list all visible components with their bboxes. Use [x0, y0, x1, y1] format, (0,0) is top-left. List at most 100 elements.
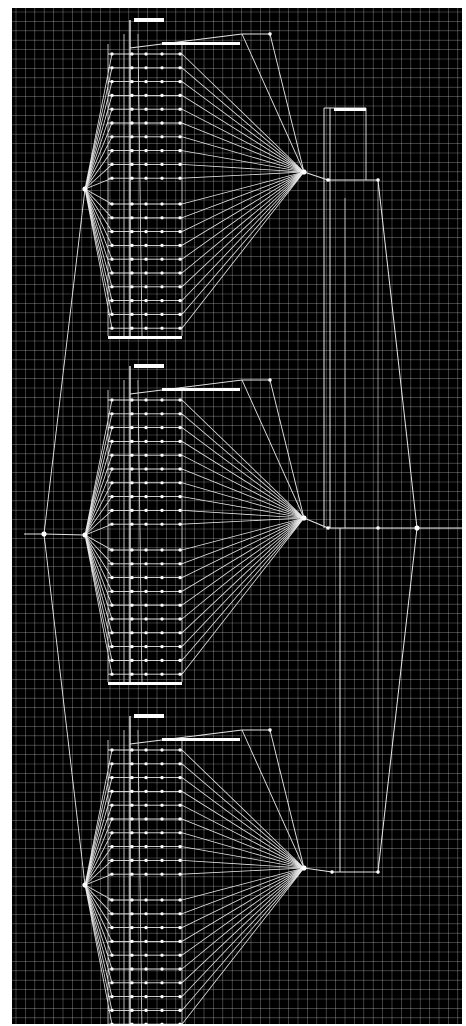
leaf-node	[160, 327, 163, 330]
leaf-node	[160, 831, 163, 834]
leaf-node	[160, 995, 163, 998]
leaf-node	[178, 412, 181, 415]
graph-canvas[interactable]	[12, 8, 462, 1024]
leaf-node	[110, 562, 113, 565]
leaf-node	[178, 66, 181, 69]
leaf-node	[110, 859, 113, 862]
leaf-node	[160, 954, 163, 957]
right-fan-edge	[182, 172, 304, 301]
leaf-node	[144, 631, 147, 634]
leaf-node	[178, 967, 181, 970]
leaf-node	[178, 562, 181, 565]
leaf-node	[130, 548, 133, 551]
leaf-node	[160, 659, 163, 662]
leaf-node	[160, 52, 163, 55]
left-hub-node	[82, 186, 87, 191]
right-fan-edge	[182, 172, 304, 287]
leaf-node	[130, 762, 133, 765]
leaf-node	[130, 981, 133, 984]
leaf-node	[160, 230, 163, 233]
leaf-node	[130, 845, 133, 848]
leaf-node	[130, 481, 133, 484]
leaf-node	[160, 149, 163, 152]
leaf-node	[110, 967, 113, 970]
upper-branch-edge	[130, 34, 242, 48]
leaf-node	[178, 845, 181, 848]
leaf-node	[160, 562, 163, 565]
leaf-node	[130, 859, 133, 862]
right-fan-edge	[182, 860, 304, 868]
right-fan-edge	[182, 868, 304, 955]
leaf-node	[110, 216, 113, 219]
right-fan-edge	[182, 868, 304, 983]
leaf-node	[130, 313, 133, 316]
leaf-node	[144, 66, 147, 69]
leaf-node	[110, 523, 113, 526]
leaf-node	[144, 659, 147, 662]
leaf-node	[110, 940, 113, 943]
leaf-node	[160, 108, 163, 111]
leaf-node	[178, 80, 181, 83]
leaf-node	[110, 659, 113, 662]
leaf-node	[144, 94, 147, 97]
right-fan-edge	[182, 510, 304, 518]
right-fan-edge	[182, 518, 304, 674]
leaf-node	[110, 748, 113, 751]
leaf-node	[144, 1023, 147, 1024]
collector-node	[376, 870, 379, 873]
leaf-node	[130, 398, 133, 401]
leaf-node	[130, 645, 133, 648]
leaf-node	[160, 412, 163, 415]
leaf-node	[160, 576, 163, 579]
leaf-node	[110, 790, 113, 793]
group-header-label	[134, 714, 164, 718]
upper-branch-bar	[162, 388, 240, 391]
leaf-node	[160, 121, 163, 124]
leaf-node	[178, 94, 181, 97]
leaf-node	[130, 230, 133, 233]
leaf-node	[144, 177, 147, 180]
leaf-node	[130, 258, 133, 261]
upper-branch-bar	[162, 42, 240, 45]
leaf-node	[130, 202, 133, 205]
leaf-node	[178, 481, 181, 484]
leaf-node	[130, 454, 133, 457]
leaf-node	[110, 804, 113, 807]
leaf-node	[178, 467, 181, 470]
collector-node	[376, 526, 379, 529]
collector-node	[414, 525, 419, 530]
leaf-node	[144, 244, 147, 247]
right-fan-edge	[182, 82, 304, 172]
leaf-node	[130, 659, 133, 662]
leaf-node	[130, 440, 133, 443]
leaf-node	[160, 202, 163, 205]
leaf-node	[130, 912, 133, 915]
leaf-node	[160, 590, 163, 593]
right-fan-edge	[182, 868, 304, 1024]
right-fan-edge	[182, 518, 304, 633]
leaf-node	[110, 258, 113, 261]
leaf-node	[110, 831, 113, 834]
right-fan-edge	[182, 172, 304, 178]
leaf-node	[160, 631, 163, 634]
leaf-node	[110, 590, 113, 593]
leaf-node	[110, 762, 113, 765]
leaf-node	[144, 673, 147, 676]
leaf-node	[130, 285, 133, 288]
leaf-node	[160, 94, 163, 97]
leaf-node	[130, 149, 133, 152]
leaf-node	[144, 1009, 147, 1012]
leaf-node	[144, 216, 147, 219]
leaf-node	[144, 327, 147, 330]
upper-branch-edge	[130, 380, 242, 394]
group-header-label	[134, 364, 164, 368]
leaf-node	[160, 440, 163, 443]
right-fan-edge	[182, 518, 304, 660]
leaf-node	[160, 80, 163, 83]
leaf-node	[130, 562, 133, 565]
root-link-edge	[44, 534, 85, 535]
right-hub-node	[301, 169, 306, 174]
leaf-node	[160, 673, 163, 676]
leaf-node	[160, 426, 163, 429]
leaf-node	[160, 258, 163, 261]
